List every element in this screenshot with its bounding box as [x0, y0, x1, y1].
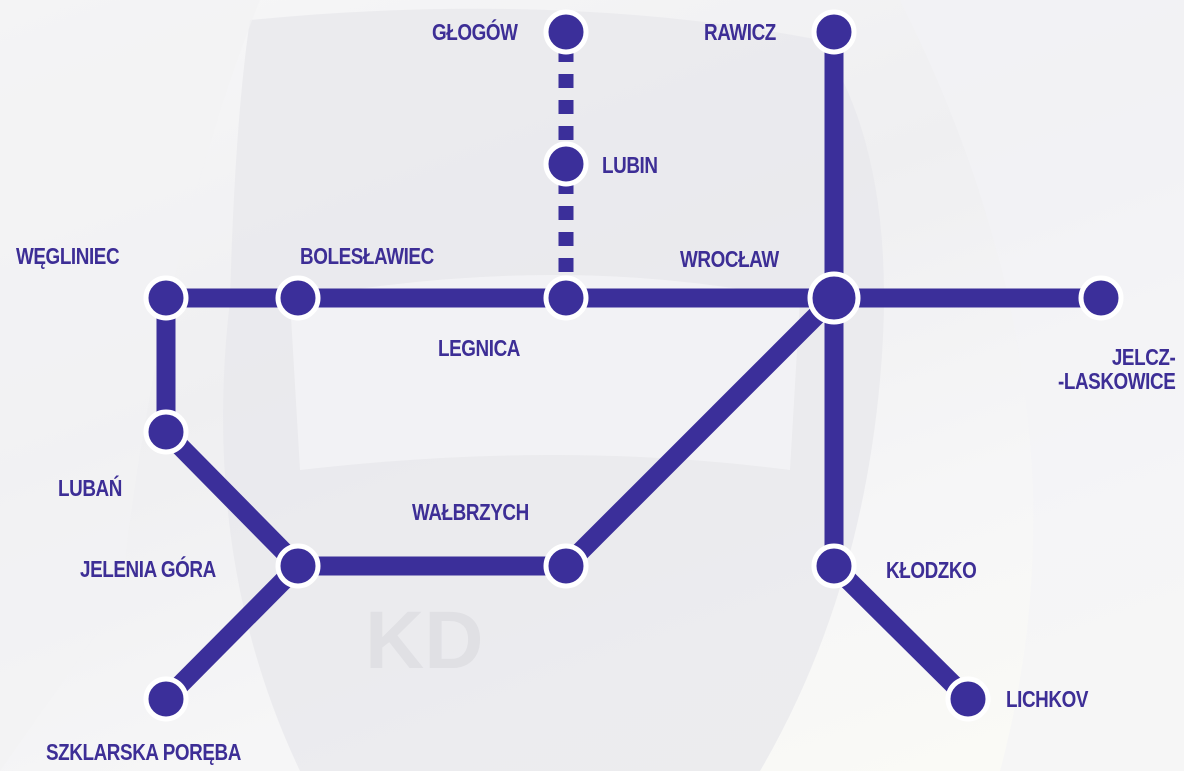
station-marker-jelenia-gora[interactable]: [275, 543, 321, 589]
station-label-boleslawiec: BOLESŁAWIEC: [300, 243, 434, 269]
station-label-wegliniec: WĘGLINIEC: [16, 243, 120, 269]
station-marker-szklarska-poreba[interactable]: [143, 676, 189, 722]
station-label-jelcz-laskowice: JELCZ- -LASKOWICE: [1036, 344, 1176, 394]
station-label-luban: LUBAŃ: [58, 475, 122, 501]
station-marker-luban[interactable]: [143, 409, 189, 455]
station-marker-lichkov[interactable]: [945, 676, 991, 722]
station-label-lubin: LUBIN: [602, 152, 658, 178]
station-marker-glogow[interactable]: [543, 9, 589, 55]
background-kd-logo: KD: [365, 595, 483, 686]
station-label-jelcz-line2: -LASKOWICE: [1057, 368, 1176, 394]
station-label-legnica: LEGNICA: [438, 335, 520, 361]
station-label-glogow: GŁOGÓW: [432, 19, 518, 45]
station-marker-rawicz[interactable]: [811, 9, 857, 55]
station-marker-walbrzych[interactable]: [543, 543, 589, 589]
station-label-wroclaw: WROCŁAW: [680, 246, 779, 272]
station-label-jelcz-line1: JELCZ-: [1111, 344, 1176, 370]
station-marker-lubin[interactable]: [543, 141, 589, 187]
line-wroclaw-walbrzych: [559, 291, 841, 573]
station-label-rawicz: RAWICZ: [704, 19, 776, 45]
station-label-szklarska-poreba: SZKLARSKA PORĘBA: [46, 739, 241, 765]
station-marker-legnica[interactable]: [543, 275, 589, 321]
line-luban-jelenia-gora: [159, 425, 305, 573]
station-label-jelenia-gora: JELENIA GÓRA: [80, 556, 216, 582]
line-klodzko-lichkov: [827, 559, 975, 706]
station-marker-klodzko[interactable]: [811, 543, 857, 589]
station-label-lichkov: LICHKOV: [1006, 686, 1088, 712]
station-marker-boleslawiec[interactable]: [275, 275, 321, 321]
station-label-klodzko: KŁODZKO: [886, 557, 977, 583]
station-marker-wegliniec[interactable]: [143, 275, 189, 321]
station-marker-wroclaw-hub[interactable]: [807, 271, 861, 325]
station-marker-jelcz-laskowice[interactable]: [1078, 275, 1124, 321]
station-label-walbrzych: WAŁBRZYCH: [412, 499, 529, 525]
line-jelenia-gora-szklarska: [159, 559, 305, 706]
